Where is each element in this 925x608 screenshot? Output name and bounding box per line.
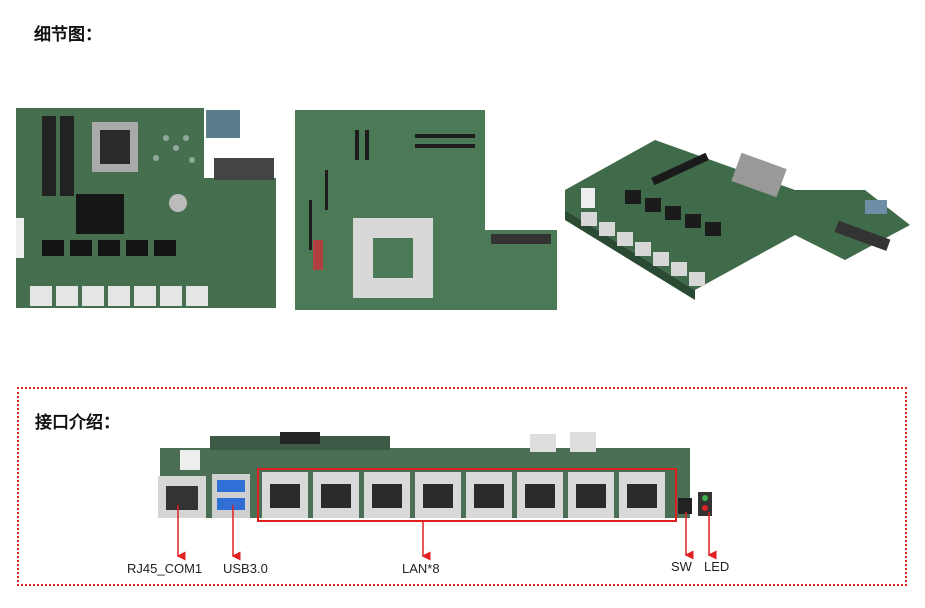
led-label: LED	[704, 559, 730, 574]
board-back-view-photo	[295, 110, 557, 310]
lan-ports-label: LAN*8	[402, 561, 440, 576]
switch-label: SW	[671, 559, 692, 574]
board-isometric-photo	[565, 140, 910, 300]
usb3-label: USB3.0	[223, 561, 268, 576]
rj45-com1-label: RJ45_COM1	[127, 561, 203, 576]
detail-section-title: 细节图：	[34, 25, 102, 45]
interface-section-title: 接口介绍：	[35, 413, 120, 433]
board-top-view-photo	[16, 108, 276, 308]
interface-section-frame	[17, 387, 907, 586]
io-panel-photo	[158, 432, 712, 522]
